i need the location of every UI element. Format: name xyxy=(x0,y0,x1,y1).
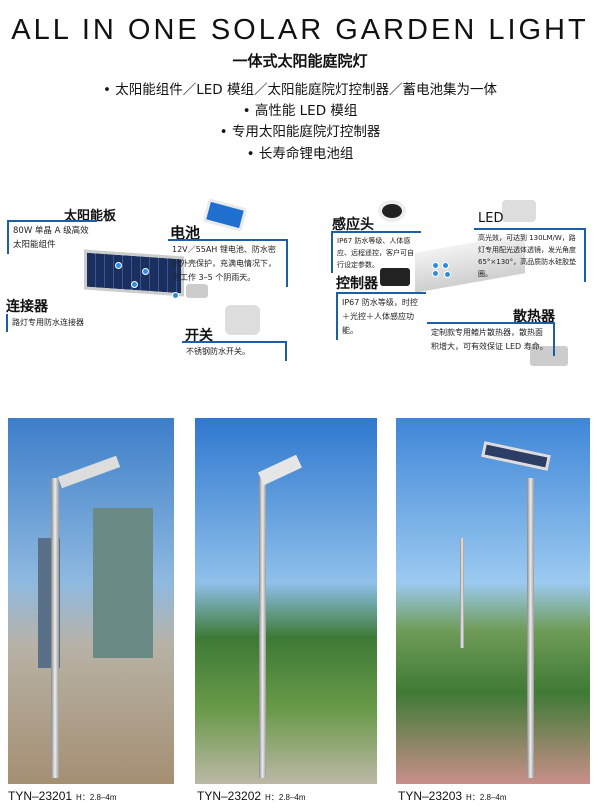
feature-bullet: • 长寿命锂电池组 xyxy=(246,146,354,162)
sensor-label: 感应头 xyxy=(332,217,374,233)
subtitle: 一体式太阳能庭院灯 xyxy=(232,52,368,70)
controller-label: 控制器 xyxy=(336,276,378,292)
heatsink-image xyxy=(530,346,568,366)
battery-desc: 12V／55AH 锂电池、防水密封外壳保护，充满电情况下，可工作 3–5 个阴雨… xyxy=(168,239,288,287)
switch-desc: 不锈钢防水开关。 xyxy=(182,341,287,361)
connector-label: 连接器 xyxy=(6,299,48,315)
model-number: TYN–23202 xyxy=(197,789,262,803)
led-image xyxy=(502,200,536,222)
lamp-head xyxy=(258,454,302,486)
height-spec: H：2.8–4m xyxy=(466,793,507,802)
heatsink-desc: 定制款专用鳍片散热器，散热面积增大，可有效保证 LED 寿命。 xyxy=(427,322,555,356)
controller-desc: IP67 防水等级，时控＋光控＋人体感应功能。 xyxy=(336,292,426,340)
height-spec: H：2.8–4m xyxy=(76,793,117,802)
callout-dot xyxy=(442,262,449,269)
controller-image xyxy=(380,268,410,286)
led-desc: 高光效，可达到 130LM/W，路灯专用配光透体透镜，发光角度 65°×130°… xyxy=(474,228,586,282)
callout-dot xyxy=(172,292,179,299)
callout-dot xyxy=(115,262,122,269)
switch-label: 开关 xyxy=(185,328,213,344)
sensor-desc: IP67 防水等级、人体感应、远程遥控，客户可自行设定参数。 xyxy=(331,231,421,273)
callout-dot xyxy=(142,268,149,275)
bracket-image xyxy=(186,284,208,298)
model-number: TYN–23203 xyxy=(398,789,463,803)
callout-dot xyxy=(432,262,439,269)
callout-dot xyxy=(131,281,138,288)
feature-bullet: • 专用太阳能庭院灯控制器 xyxy=(219,124,381,140)
solar-panel-desc: 80W 单晶 A 级高效太阳能组件 xyxy=(7,220,97,254)
page-title: ALL IN ONE SOLAR GARDEN LIGHT xyxy=(11,14,589,46)
battery-image xyxy=(202,198,248,232)
heatsink-label: 散热器 xyxy=(513,309,555,325)
connector-desc: 路灯专用防水连接器 xyxy=(6,314,106,332)
callout-dot xyxy=(444,271,451,278)
model-number: TYN–23201 xyxy=(8,789,73,803)
switch-image xyxy=(225,305,260,335)
battery-label: 电池 xyxy=(170,224,201,242)
product-photo-23201 xyxy=(8,418,174,784)
product-photo-23202 xyxy=(195,418,377,784)
sensor-image xyxy=(378,200,406,222)
lamp-head xyxy=(481,441,551,471)
feature-bullet: • 太阳能组件／LED 模组／太阳能庭院灯控制器／蓄电池集为一体 xyxy=(103,82,497,98)
feature-bullet: • 高性能 LED 模组 xyxy=(242,103,358,119)
led-label: LED xyxy=(478,211,504,226)
callout-dot xyxy=(432,270,439,277)
height-spec: H：2.8–4m xyxy=(265,793,306,802)
lamp-head xyxy=(57,455,121,489)
building xyxy=(93,508,153,658)
product-photo-23203 xyxy=(396,418,590,784)
